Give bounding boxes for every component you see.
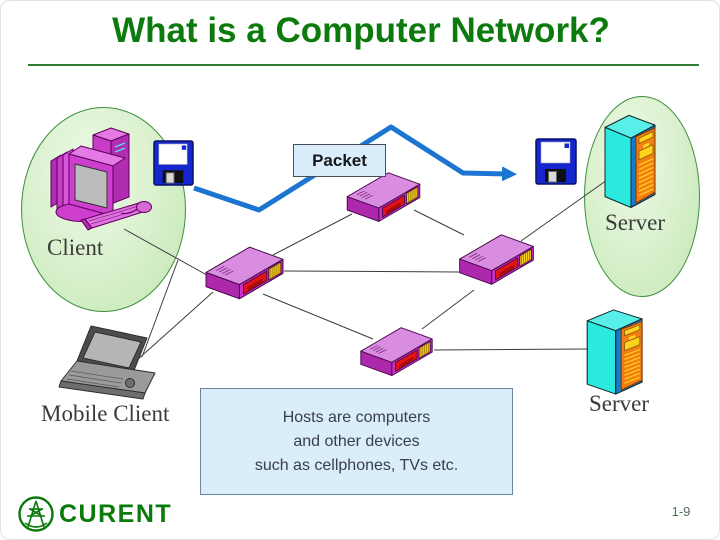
floppy-disk-icon [153, 140, 194, 186]
server-bottom-label: Server [589, 391, 650, 416]
server-tower-icon [585, 305, 653, 400]
client-label: Client [47, 235, 104, 260]
packet-label: Packet [312, 150, 367, 170]
server-tower-icon [603, 110, 665, 214]
slide-title: What is a Computer Network? [112, 11, 610, 50]
transmission-tower-logo-icon [17, 495, 55, 533]
logo-text: CURENT [59, 499, 173, 528]
packet-callout: Packet [293, 144, 386, 177]
page-number: 1-9 [671, 504, 691, 519]
note-line: such as cellphones, TVs etc. [254, 456, 459, 474]
hosts-note-box: Hosts are computers and other devices su… [200, 388, 513, 495]
note-line: Hosts are computers [282, 408, 431, 426]
desktop-computer-icon [45, 117, 159, 241]
router-icon [204, 242, 285, 309]
title-underline [28, 64, 699, 66]
floppy-disk-icon [535, 138, 577, 185]
router-icon [457, 230, 536, 294]
server-top-label: Server [605, 210, 666, 235]
router-icon [345, 168, 422, 231]
laptop-icon [57, 325, 163, 405]
note-line: and other devices [293, 432, 420, 450]
mobile-client-label: Mobile Client [41, 401, 170, 426]
router-icon [358, 323, 435, 385]
curent-logo: CURENT [17, 495, 172, 533]
